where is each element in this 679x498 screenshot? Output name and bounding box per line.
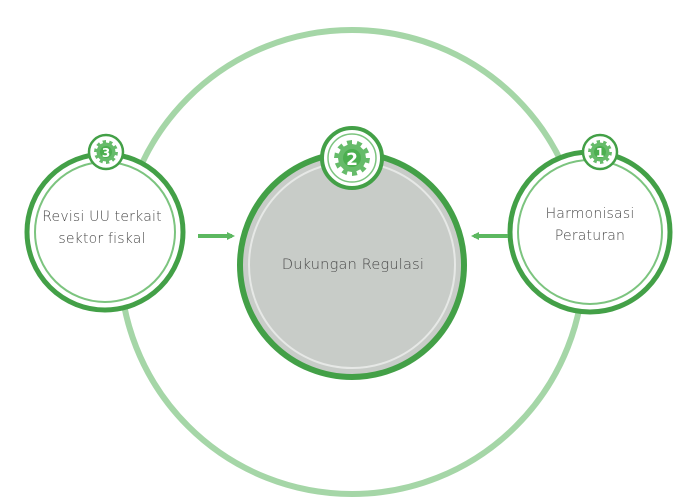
badge-center-number: 2 [346, 150, 358, 170]
badge-right: 1 [581, 133, 619, 171]
gear-icon [334, 140, 370, 176]
gear-icon [588, 140, 612, 164]
node-left [24, 151, 186, 313]
node-center [237, 150, 467, 380]
node-right [507, 149, 673, 315]
node-left-label-line: Revisi UU terkait [42, 209, 162, 225]
node-left-label-line: sektor fiskal [58, 230, 146, 247]
node-right-label-line: Harmonisasi [545, 206, 635, 222]
gear-icon [94, 140, 118, 164]
badge-center: 2 [320, 126, 384, 190]
badge-left: 3 [87, 133, 125, 171]
node-right-label-line: Peraturan [554, 227, 626, 244]
node-left-label: Revisi UU terkait sektor fiskal [24, 207, 180, 250]
node-center-label: Dukungan Regulasi [250, 254, 456, 276]
node-right-label: Harmonisasi Peraturan [518, 204, 662, 247]
badge-left-number: 3 [102, 146, 110, 160]
badge-right-number: 1 [596, 146, 604, 160]
node-center-label-line: Dukungan Regulasi [281, 257, 425, 273]
